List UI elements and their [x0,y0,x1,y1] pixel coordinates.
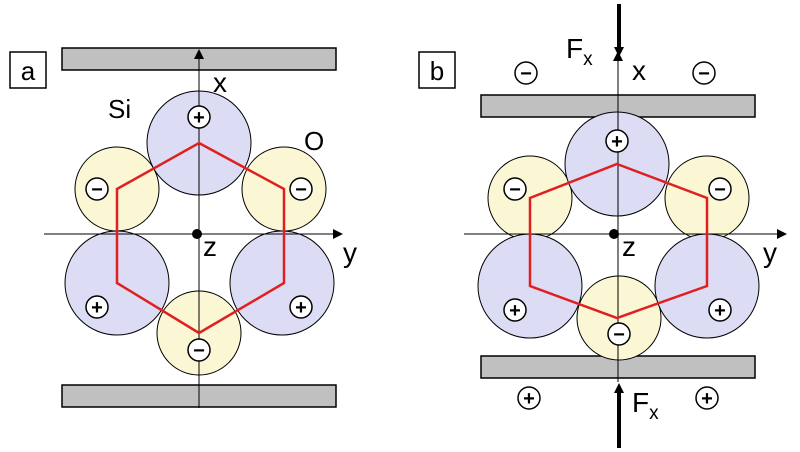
panel-b-minus-sign-right: − [708,177,732,201]
panel-a-tag: a [21,56,36,86]
svg-text:−: − [613,324,625,346]
panel-b-tag-box [418,51,456,89]
panel-b-plus-sign-top: + [605,129,629,153]
svg-text:+: + [611,131,623,153]
svg-text:+: + [91,297,103,319]
panel-b-tag: b [430,56,444,86]
svg-text:+: + [701,388,713,410]
svg-text:+: + [523,388,535,410]
panel-a-origin-dot [192,229,202,239]
panel-a-minus-sign-right: − [289,177,313,201]
panel-b-hexagon [528,162,709,320]
panel-a-o-label: O [304,126,324,156]
panel-a-y-axis-label: y [343,237,357,268]
panel-a-hexagon [115,141,286,335]
panel-b-top-plate-minus-right: − [692,61,716,85]
panel-b-origin-dot [609,229,619,239]
panel-a-x-axis-label: x [213,67,227,98]
panel-b-force-top-label: Fx [566,33,593,70]
svg-text:+: + [509,300,521,322]
svg-text:+: + [193,107,205,129]
panel-b-z-axis-label: z [622,231,636,262]
panel-b-minus-sign-bottom: − [607,322,631,346]
panel-a-tag-box [9,51,47,89]
svg-text:+: + [714,300,726,322]
panel-b-bottom-plate-plus-right: + [695,386,719,410]
svg-text:−: − [193,340,205,362]
panel-a-si-label: Si [108,94,131,124]
panel-b-top-plate-minus-left: − [514,61,538,85]
panel-a-plus-sign-left: + [85,295,109,319]
panel-b-plus-sign-right: + [708,298,732,322]
panel-b-minus-sign-left: − [503,177,527,201]
panel-b-x-axis-label: x [632,55,646,86]
panel-b-bottom-plate-plus-left: + [517,386,541,410]
panel-a: a + + + − [9,47,357,408]
svg-text:−: − [714,179,726,201]
panel-a-plus-sign-right: + [289,295,313,319]
svg-text:−: − [698,63,710,85]
svg-text:−: − [509,179,521,201]
panel-a-plus-sign-top: + [187,105,211,129]
panel-a-z-axis-label: z [203,231,217,262]
svg-text:−: − [520,63,532,85]
svg-text:−: − [295,179,307,201]
panel-b-force-bottom-label: Fx [632,387,659,424]
svg-text:−: − [91,179,103,201]
panel-a-minus-sign-left: − [85,177,109,201]
svg-text:+: + [295,297,307,319]
panel-a-minus-sign-bottom: − [187,338,211,362]
panel-b: b + + + [418,4,787,448]
panel-b-y-axis-label: y [763,237,777,268]
panel-b-plus-sign-left: + [503,298,527,322]
